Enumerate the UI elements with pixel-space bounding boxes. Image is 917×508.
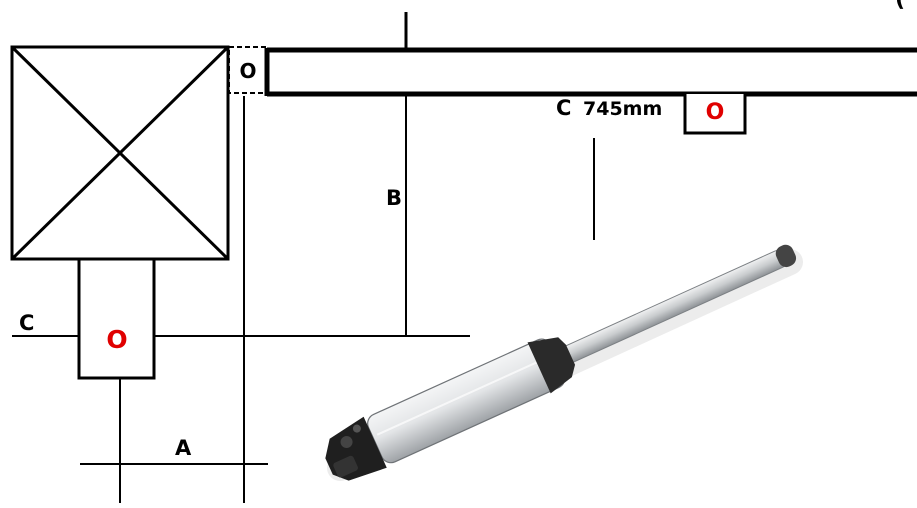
hinge-o-label: O [239, 59, 256, 83]
wall-pivot-o-label: O [106, 325, 127, 354]
gate-bracket [683, 94, 747, 135]
wall-bracket [77, 257, 156, 380]
gate-opener-actuator-icon [325, 244, 803, 481]
dimension-c-right-label: C [556, 96, 571, 120]
gate-pivot-o-label: O [706, 100, 725, 125]
gate-leaf [264, 47, 917, 97]
pillar-diagonal-2 [10, 45, 230, 261]
pillar-box [10, 45, 230, 261]
dimension-lines [12, 94, 595, 503]
gate-bracket-outline [683, 94, 747, 135]
dimension-b-label: B [386, 186, 402, 210]
dimension-c-value: 745mm [583, 98, 662, 120]
top-right-partial-label: ( [895, 0, 905, 12]
dimension-c-left-label: C [19, 311, 34, 335]
dimension-a-label: A [175, 436, 192, 460]
